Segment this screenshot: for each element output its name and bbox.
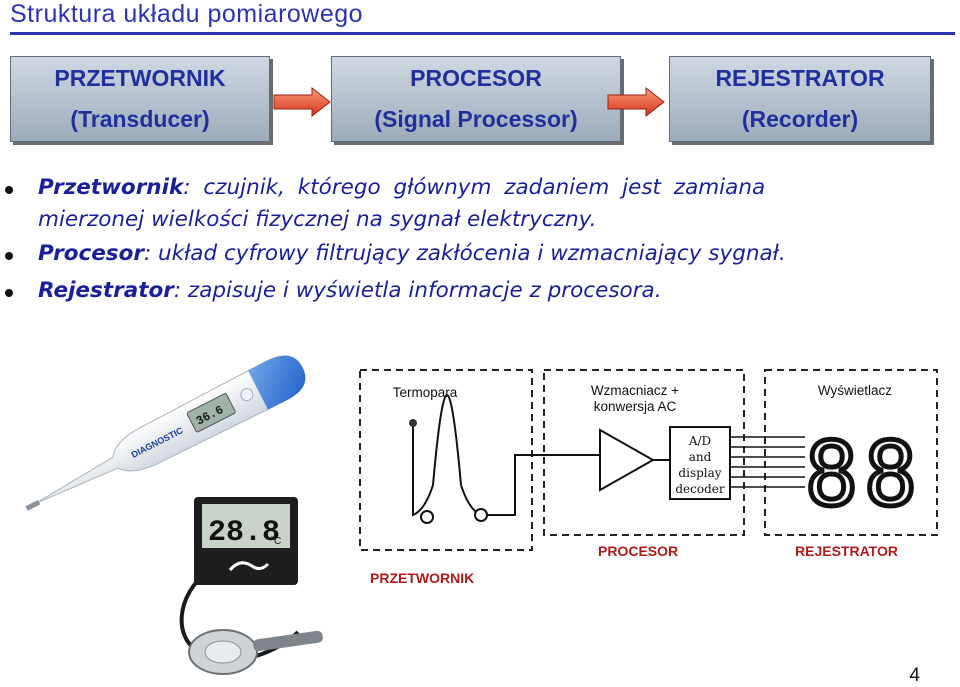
arrow-right-icon <box>273 87 331 117</box>
block-recorder-name: REJESTRATOR <box>715 65 885 91</box>
bullet-transducer-cont: mierzonej wielkości fizycznej na sygnał … <box>38 207 597 232</box>
block-transducer: PRZETWORNIK (Transducer) <box>10 56 270 142</box>
title-underline <box>10 32 955 35</box>
meter-unit: °C <box>270 536 281 547</box>
page-number: 4 <box>909 665 920 686</box>
termopara-dashed-box <box>359 369 533 551</box>
meter-reading: 28.8 <box>208 516 280 550</box>
block-processor-sub: (Signal Processor) <box>374 106 578 132</box>
decoder-line: display <box>678 466 721 480</box>
bullet-text: : zapisuje i wyświetla informacje z proc… <box>173 278 662 303</box>
bullet-processor: Procesor: układ cyfrowy filtrujący zakłó… <box>38 241 786 266</box>
bullet-dot-icon <box>5 252 13 260</box>
amplifier-label-line1: Wzmacniacz + <box>590 383 680 398</box>
measurement-schematic: A/D and display decoder 88 <box>359 369 938 551</box>
digital-thermometer-image: DIAGNOSTIC 36.6 <box>25 355 306 511</box>
amplifier-label: Wzmacniacz + konwersja AC <box>545 383 725 415</box>
block-transducer-name: PRZETWORNIK <box>54 65 226 91</box>
gecko-icon <box>228 561 270 572</box>
decoder-line: decoder <box>675 482 725 496</box>
decoder-line: A/D <box>688 434 711 448</box>
digital-meter-image: 28.8 °C <box>179 497 323 675</box>
display-dashed-box <box>764 369 938 536</box>
decoder-line: and <box>689 450 712 464</box>
arrow-right-icon <box>607 87 665 117</box>
bullet-term: Rejestrator <box>38 278 174 303</box>
amplifier-label-line2: konwersja AC <box>593 399 677 414</box>
display-label: Wyświetlacz <box>817 383 893 398</box>
block-processor-name: PROCESOR <box>410 65 542 91</box>
bullet-dot-icon <box>5 186 13 194</box>
seven-segment-display: 88 <box>805 423 923 526</box>
block-recorder: REJESTRATOR (Recorder) <box>669 56 931 142</box>
tag-recorder: REJESTRATOR <box>795 543 898 559</box>
tag-processor: PROCESOR <box>598 543 679 559</box>
bullet-dot-icon <box>5 289 13 297</box>
tag-transducer: PRZETWORNIK <box>370 570 475 586</box>
block-processor: PROCESOR (Signal Processor) <box>331 56 621 142</box>
bullet-term: Przetwornik <box>38 175 184 200</box>
amplifier-dashed-box <box>543 369 745 536</box>
bullet-text: : układ cyfrowy filtrujący zakłócenia i … <box>143 241 786 266</box>
page-title: Struktura układu pomiarowego <box>10 0 364 28</box>
termopara-label: Termopara <box>392 385 458 400</box>
bullet-transducer: Przetwornik: czujnik, którego głównym za… <box>38 175 765 200</box>
bullet-term: Procesor <box>38 241 144 266</box>
bullet-text: : czujnik, którego głównym zadaniem jest… <box>183 175 766 200</box>
bullet-recorder: Rejestrator: zapisuje i wyświetla inform… <box>38 278 662 303</box>
block-recorder-sub: (Recorder) <box>741 106 859 132</box>
block-transducer-sub: (Transducer) <box>70 106 210 132</box>
